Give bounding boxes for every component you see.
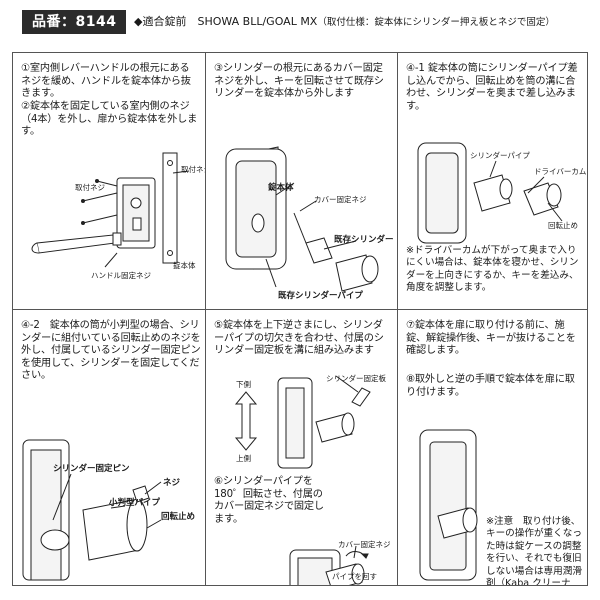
step-8-note: ※注意 取り付け後、キーの操作が重くなった時は錠ケースの調整を行い、それでも復旧… xyxy=(486,516,582,585)
install-spec: （取付仕様：錠本体にシリンダー押え板とネジで固定） xyxy=(317,17,555,28)
screw-label: ネジ xyxy=(163,478,181,488)
cylinder-insert-illustration xyxy=(417,142,563,244)
step-4-2-panel: ④-2 錠本体の筒が小判型の場合、シリンダーに組付いている回転止めのネジを外し、… xyxy=(13,310,205,585)
plate-label: シリンダー固定板 xyxy=(326,374,386,383)
step-5-text: ⑤錠本体を上下逆さまにし、シリンダーパイプの切欠きを合わせ、付属のシリンダー固定… xyxy=(214,320,384,357)
handle-screw-label: ハンドル固定ネジ xyxy=(91,271,151,280)
lock-body-label: 錠本体 xyxy=(268,183,294,193)
step-4-1-note: ※ドライバーカムが下がって奥まで入りにくい場合は、錠本体を寝かせ、シリンダーを上… xyxy=(406,245,579,294)
step-8-text: ⑧取外しと逆の手順で錠本体を扉に取り付けます。 xyxy=(406,374,575,398)
down-side-label: 下側 xyxy=(236,380,251,389)
anti-rotation-label: 回転止め xyxy=(161,512,196,522)
lock-removal-illustration xyxy=(31,152,190,268)
step-6-text: ⑥シリンダーパイプを180゜回転させ、付属のカバー固定ネジで固定します。 xyxy=(214,476,324,525)
up-side-label: 上側 xyxy=(236,454,251,463)
part-number-badge: 品番：8144 xyxy=(22,10,127,34)
step-1-2-panel: ①室内側レバーハンドルの根元にあるネジを緩め、ハンドルを錠本体から抜きます。 ②… xyxy=(13,53,205,309)
compatible-lock: ◆適合錠前 SHOWA BLL/GOAL MX xyxy=(134,15,318,28)
step-3-text: ③シリンダーの根元にあるカバー固定ネジを外し、キーを回転させて既存シリンダーを錠… xyxy=(214,63,384,100)
door-install-illustration xyxy=(419,429,478,581)
instruction-grid: ①室内側レバーハンドルの根元にあるネジを緩め、ハンドルを錠本体から抜きます。 ②… xyxy=(12,52,588,586)
cylinder-removal-illustration xyxy=(225,146,379,292)
fixing-screw-label-right: 取付ネジ xyxy=(181,165,205,174)
pipe-rotate-label: パイプを回す xyxy=(332,572,377,581)
compatibility-line: ◆適合錠前 SHOWA BLL/GOAL MX（取付仕様：錠本体にシリンダー押え… xyxy=(134,14,555,31)
oval-pipe-illustration xyxy=(22,439,162,581)
fixing-pin-label: シリンダー固定ピン xyxy=(53,464,130,474)
step-7-text: ⑦錠本体を扉に取り付ける前に、施錠、解錠操作後、キーが抜けることを確認します。 xyxy=(406,320,576,357)
step-2-text: ②錠本体を固定している室内側のネジ（4本）を外し、扉から錠本体を外します。 xyxy=(21,101,198,138)
existing-pipe-label: 既存シリンダーパイプ xyxy=(278,291,363,301)
cover-screw-label: カバー固定ネジ xyxy=(314,195,367,204)
header: 品番：8144 ◆適合錠前 SHOWA BLL/GOAL MX（取付仕様：錠本体… xyxy=(0,0,600,52)
existing-cylinder-label: 既存シリンダー xyxy=(334,235,394,245)
oval-pipe-label: 小判型パイプ xyxy=(109,498,161,508)
step-4-1-panel: ④-1 錠本体の筒にシリンダーパイプ差し込んでから、回転止めを筒の溝に合わせ、シ… xyxy=(398,53,587,309)
fixing-screw-label: 取付ネジ xyxy=(75,183,105,192)
step-4-2-text: ④-2 錠本体の筒が小判型の場合、シリンダーに組付いている回転止めのネジを外し、… xyxy=(21,320,201,382)
driver-cam-label: ドライバーカム xyxy=(534,167,587,176)
lock-body-label: 錠本体 xyxy=(173,261,196,270)
step-1-text: ①室内側レバーハンドルの根元にあるネジを緩め、ハンドルを錠本体から抜きます。 xyxy=(21,63,191,100)
step-3-panel: ③シリンダーの根元にあるカバー固定ネジを外し、キーを回転させて既存シリンダーを錠… xyxy=(206,53,397,309)
step-4-1-text: ④-1 錠本体の筒にシリンダーパイプ差し込んでから、回転止めを筒の溝に合わせ、シ… xyxy=(406,63,578,112)
step-7-8-panel: ⑦錠本体を扉に取り付ける前に、施錠、解錠操作後、キーが抜けることを確認します。 … xyxy=(398,310,587,585)
plate-install-illustration xyxy=(234,375,371,585)
cylinder-pipe-label: シリンダーパイプ xyxy=(470,151,530,160)
anti-rotation-label: 回転止め xyxy=(548,221,578,230)
step-5-6-panel: ⑤錠本体を上下逆さまにし、シリンダーパイプの切欠きを合わせ、付属のシリンダー固定… xyxy=(206,310,397,585)
cover-screw-label: カバー固定ネジ xyxy=(338,540,391,549)
